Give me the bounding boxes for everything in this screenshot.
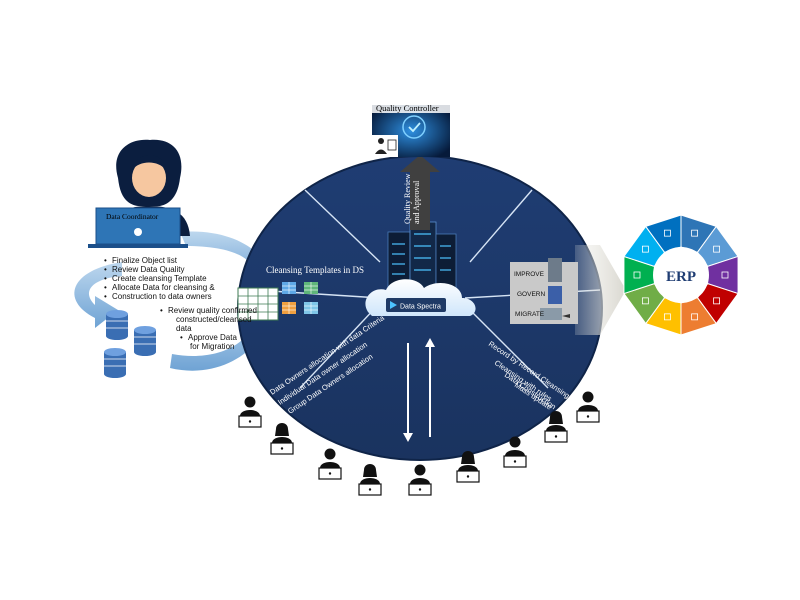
coordinator-review-list: Review quality confirmed constructed/cle… [160,306,257,333]
task-item: Construction to data owners [104,292,215,301]
review-label-1: Quality Review [403,173,412,224]
task-item: Finalize Object list [104,256,215,265]
review-item-cont: constructed/cleansed [176,315,252,324]
user-icon [358,464,382,496]
user-icon [544,411,568,443]
user-icon [318,448,342,480]
user-icon [456,451,480,483]
erp-module-icon [691,229,698,237]
erp-module-icon [664,229,671,237]
coordinator-title: Data Coordinator [106,212,159,221]
database-icon [104,310,156,378]
user-icon [270,423,294,455]
erp-wheel-icon [623,214,739,336]
quality-controller-panel [372,105,450,157]
coordinator-approve-list: Approve Data for Migration [180,333,237,351]
erp-module-icon [713,245,720,253]
user-icon [576,391,600,423]
person-laptop-icon [88,139,190,248]
action-migrate: MIGRATE [515,311,545,318]
coordinator-task-list: Finalize Object list Review Data Quality… [104,256,215,301]
task-item: Create cleansing Template [104,274,215,283]
server-icon [387,221,457,291]
task-item: Allocate Data for cleansing & [104,283,215,292]
erp-label: ERP [666,269,696,285]
erp-module-icon [664,313,671,321]
bidirectional-arrows [403,338,435,442]
action-panel [510,258,578,324]
approve-item-cont: for Migration [190,342,235,351]
review-item: Review quality confirmed [160,306,257,315]
erp-module-icon [691,313,698,321]
quality-review-arrow [400,155,440,230]
brand-label: Data Spectra [400,304,441,311]
review-item-cont: data [176,324,192,333]
template-grid [282,282,318,314]
approve-item: Approve Data [180,333,237,342]
task-item: Review Data Quality [104,265,215,274]
erp-module-icon [642,297,649,305]
templates-title: Cleansing Templates in DS [266,265,364,275]
data-spectra-logo [386,298,446,312]
user-icon [408,464,432,496]
action-govern: GOVERN [517,291,545,298]
user-icon [503,436,527,468]
erp-module-icon [642,245,649,253]
user-icon [238,396,262,428]
data-owner-users [238,391,600,496]
erp-module-icon [713,297,720,305]
erp-module-icon [721,271,729,279]
erp-arrow [575,245,626,335]
erp-module-icon [633,271,641,279]
action-improve: IMPROVE [514,271,545,278]
quality-controller-title: Quality Controller [376,103,439,113]
review-label-2: and Approval [412,180,421,224]
